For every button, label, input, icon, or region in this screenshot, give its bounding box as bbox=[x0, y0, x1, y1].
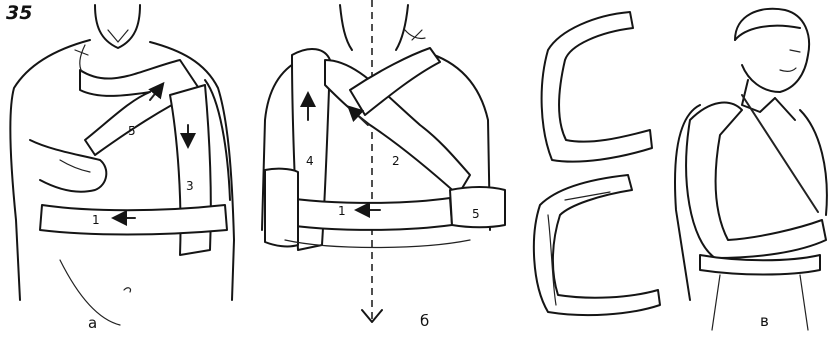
panel-a-number-5: 5 bbox=[128, 124, 136, 138]
panel-b-label: б bbox=[420, 312, 429, 330]
panel-b-number-5: 5 bbox=[472, 207, 480, 221]
panel-a-label: а bbox=[88, 314, 97, 332]
panel-b-number-1: 1 bbox=[338, 204, 346, 218]
panel-c-label: в bbox=[760, 312, 769, 330]
panel-b-number-4: 4 bbox=[306, 154, 314, 168]
panel-a-number-3: 3 bbox=[186, 179, 194, 193]
panel-a-number-1: 1 bbox=[92, 213, 100, 227]
panel-b-number-2: 2 bbox=[392, 154, 400, 168]
panel-c-splint-bottom bbox=[534, 175, 660, 315]
panel-a-figure bbox=[10, 5, 234, 325]
panel-c-splint-top bbox=[542, 12, 652, 162]
panel-b-figure bbox=[262, 0, 505, 322]
panel-c-figure bbox=[675, 9, 827, 330]
